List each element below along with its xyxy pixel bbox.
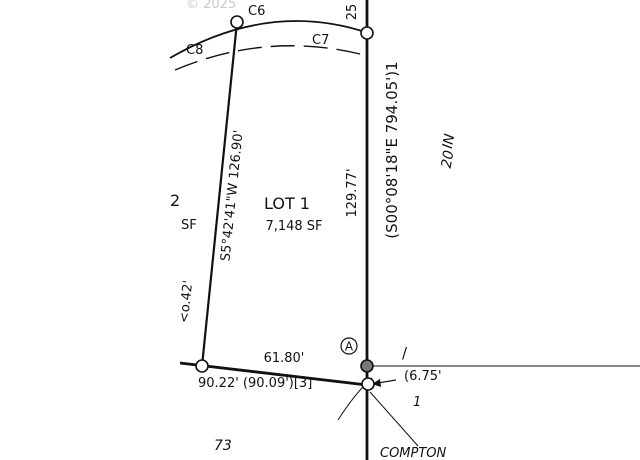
south-line-record-dimensions: 90.22' (90.09')[3]: [198, 376, 312, 391]
adjacent-lot-number: 2: [170, 191, 180, 210]
south-line-length: 61.80': [264, 351, 305, 366]
callout-arrowhead: [372, 379, 381, 387]
east-line-length: 129.77': [345, 168, 360, 217]
lot-title: LOT 1: [264, 194, 310, 213]
east-parcel-label-2: 20: [439, 149, 458, 169]
monument-marker-label: A: [345, 340, 354, 354]
east-boundary-bearing: (S00°08'18"E 794.05')1: [383, 61, 401, 238]
corner-callout-dimension: (6.75': [404, 369, 442, 384]
corner-tick-mark: /: [402, 344, 408, 362]
bottom-lot-fragment: 73: [214, 438, 232, 454]
curve-label-c6: C6: [248, 4, 265, 19]
corner-monument-northeast: [360, 26, 374, 40]
corner-monument-northwest: [230, 15, 244, 29]
street-name-label: COMPTON: [380, 446, 447, 460]
adjacent-lot-area-fragment: SF: [181, 218, 197, 233]
curve-boundary-line: [169, 20, 369, 59]
lot-area: 7,148 SF: [265, 219, 322, 234]
corner-callout-note: 1: [413, 395, 421, 410]
curve-label-c7: C7: [312, 33, 329, 48]
copyright-watermark: © 2025: [186, 0, 236, 12]
east-parcel-label-1: IN: [440, 132, 458, 150]
corner-monument-southwest: [195, 359, 209, 373]
south-lot-line: [179, 361, 368, 387]
monument-marker-circle: [340, 337, 358, 355]
diagonal-thin-line: [369, 391, 419, 447]
adjacent-lot-dimension-fragment: <o.42': [177, 280, 196, 324]
found-monument-dot: [360, 359, 374, 373]
west-line-bearing: S5°42'41"W 126.90': [218, 129, 246, 262]
east-boundary-top-fragment: 25: [345, 4, 360, 21]
corner-monument-southeast: [361, 377, 375, 391]
curve-dashed-line: [174, 45, 369, 71]
curve-label-c8: C8: [186, 43, 203, 58]
west-lot-line: [200, 21, 239, 367]
